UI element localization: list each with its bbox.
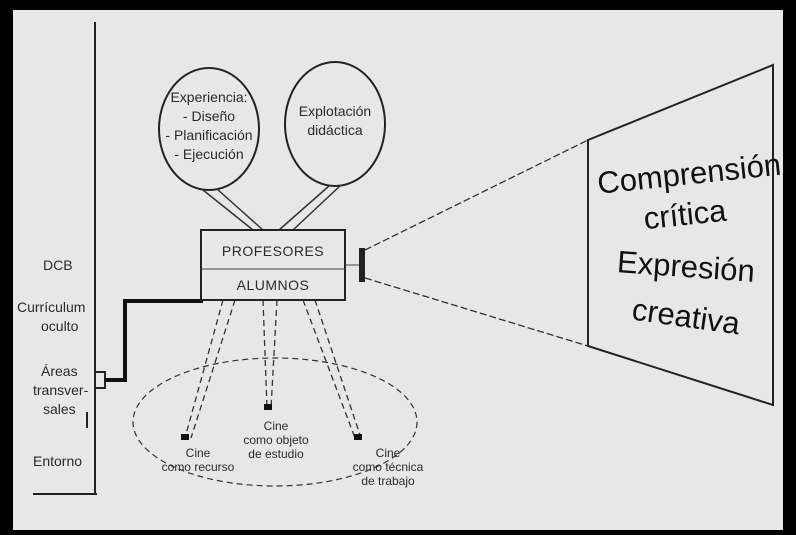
- exploitation-line2: didáctica: [307, 121, 363, 138]
- experience-title: Experiencia:: [170, 89, 248, 105]
- label-curriculum: Currículum: [17, 299, 86, 315]
- label-transver: transver-: [33, 382, 89, 398]
- tripod-leg: [184, 299, 224, 439]
- tripod-leg: [314, 299, 362, 439]
- cine-recurso-line1: Cine: [185, 446, 211, 460]
- diagram-drawing: [33, 22, 774, 495]
- cine-tecnica-line1: Cine: [375, 446, 401, 460]
- label-sales: sales: [43, 401, 76, 417]
- cine-tecnica-line3: de trabajo: [361, 473, 415, 488]
- plug-connector: [94, 371, 106, 389]
- cine-recurso-line2: como recurso: [161, 459, 235, 474]
- belt-line: [216, 188, 264, 231]
- tripod-leg: [302, 299, 356, 439]
- projection-beam-top: [364, 139, 589, 251]
- cine-recurso-label: Cine como recurso: [153, 446, 243, 475]
- label-entorno: Entorno: [33, 453, 83, 469]
- experience-item-execution: - Ejecución: [174, 145, 244, 162]
- belt-line: [202, 189, 254, 231]
- exploitation-line1: Explotación: [298, 103, 372, 119]
- tripod-foot: [264, 404, 272, 410]
- tripod-foot: [354, 434, 362, 440]
- ground-ellipse: [132, 357, 418, 487]
- cine-objeto-line2: como objeto: [243, 432, 309, 447]
- projector-lens: [359, 248, 365, 282]
- power-cable: [105, 299, 203, 382]
- tripod-leg: [270, 299, 278, 409]
- belt-line: [292, 184, 342, 231]
- label-areas: Áreas: [41, 363, 78, 379]
- tripod-leg: [190, 299, 236, 439]
- experience-item-planning: - Planificación: [165, 126, 253, 143]
- exploitation-circle: [284, 61, 386, 187]
- label-dcb: DCB: [43, 257, 73, 273]
- projector-label-alumnos: ALUMNOS: [236, 277, 310, 293]
- projection-beam-bottom: [364, 277, 589, 347]
- cine-tecnica-line2: como técnica: [352, 459, 424, 474]
- cine-objeto-line1: Cine: [263, 419, 289, 433]
- experience-circle: [158, 67, 260, 191]
- projection-screen: [587, 63, 774, 407]
- cine-objeto-label: Cine como objeto de estudio: [231, 419, 321, 461]
- diagram-frame: DCB Currículum oculto Áreas transver- sa…: [13, 10, 783, 530]
- label-oculto: oculto: [41, 318, 79, 334]
- exploitation-text: Explotación didáctica: [285, 102, 385, 140]
- experience-item-design: - Diseño: [182, 107, 236, 124]
- cine-tecnica-label: Cine como técnica de trabajo: [343, 446, 433, 488]
- projector-label-profesores: PROFESORES: [221, 243, 325, 259]
- belt-line: [278, 185, 330, 231]
- tripod-foot: [181, 434, 189, 440]
- tripod-leg: [262, 299, 268, 409]
- experience-text: Experiencia: - Diseño - Planificación - …: [159, 88, 259, 164]
- cine-objeto-line3: de estudio: [248, 446, 304, 461]
